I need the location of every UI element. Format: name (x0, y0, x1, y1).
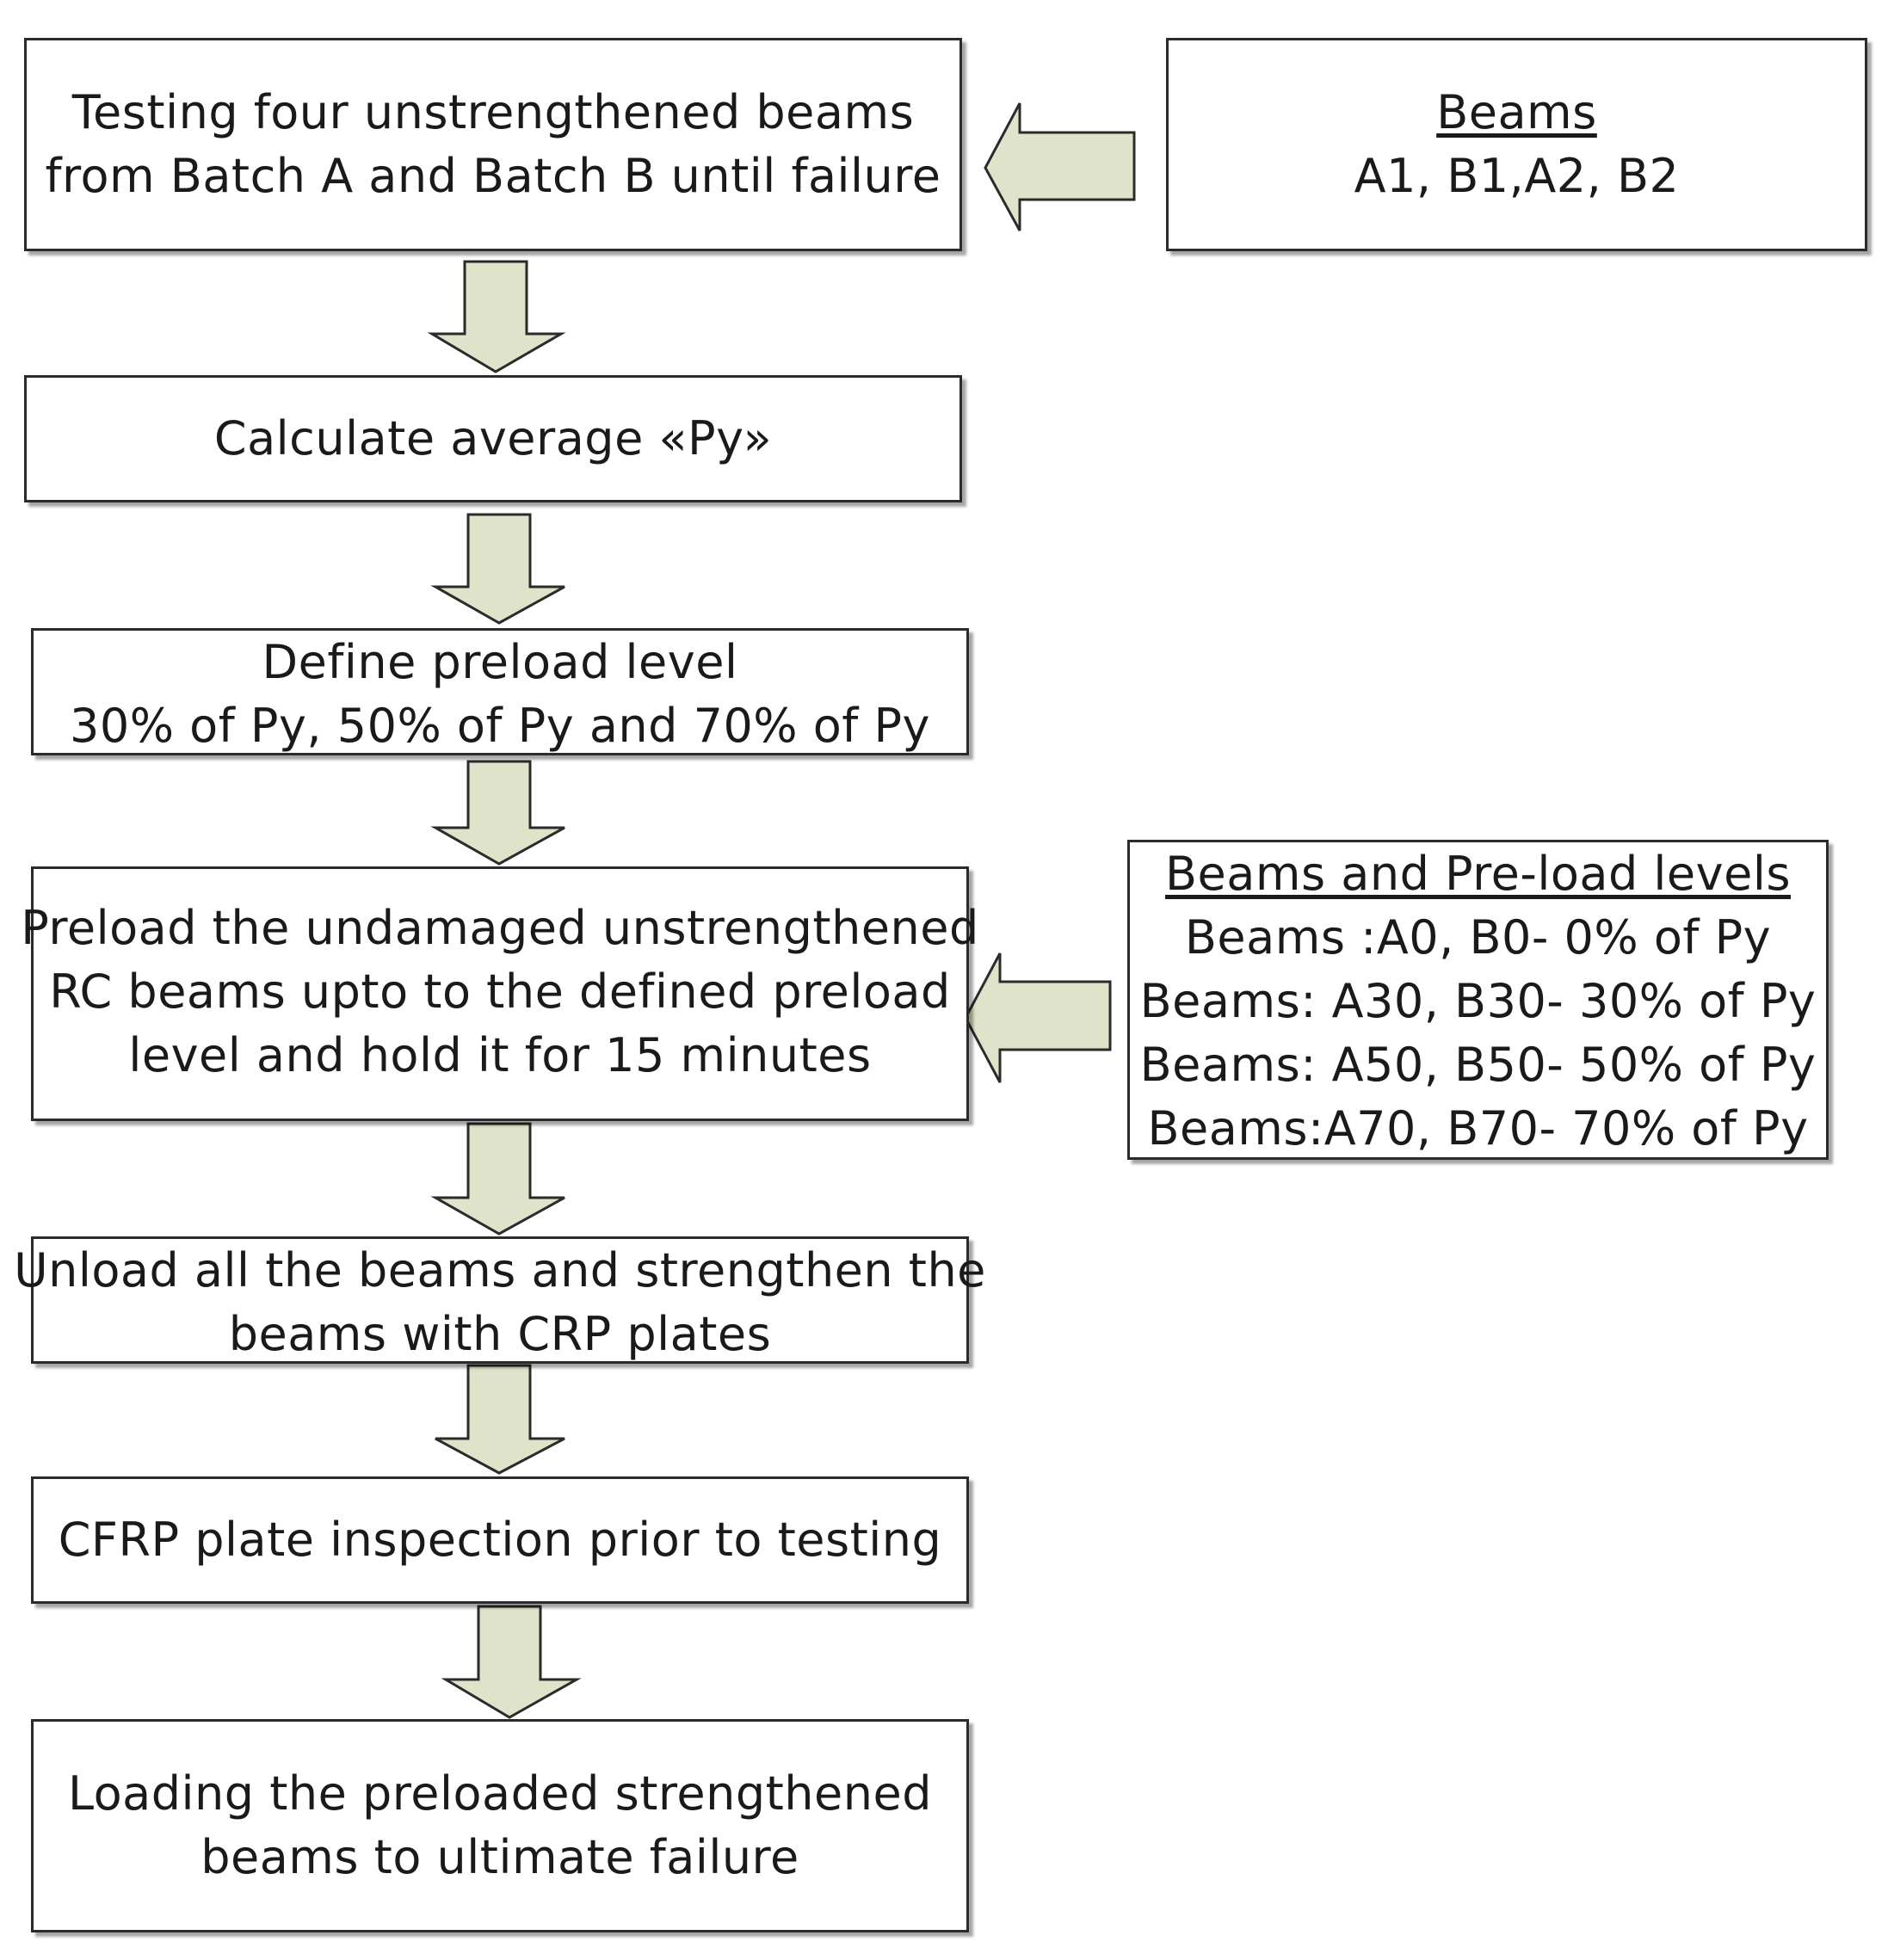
preload-levels-box: Beams and Pre-load levels Beams :A0, B0-… (1127, 840, 1829, 1160)
step-5-line-1: Unload all the beams and strengthen the (14, 1243, 986, 1297)
beams-box: Beams A1, B1,A2, B2 (1166, 38, 1867, 251)
arrow-step-2-to-step-3 (430, 513, 565, 625)
step-4-line-2: RC beams upto to the defined preload (49, 965, 951, 1019)
step-7-line-1: Loading the preloaded strengthened (68, 1766, 932, 1821)
preload-level-50: Beams: A50, B50- 50% of Py (1139, 1038, 1817, 1092)
step-7-load-to-failure: Loading the preloaded strengthened beams… (31, 1719, 969, 1932)
step-4-line-1: Preload the undamaged unstrengthened (21, 901, 979, 955)
arrow-step-4-to-step-5 (430, 1122, 565, 1236)
step-4-line-3: level and hold it for 15 minutes (128, 1028, 872, 1082)
step-1-line-1: Testing four unstrengthened beams (71, 85, 915, 139)
step-7-line-2: beams to ultimate failure (201, 1830, 799, 1884)
step-4-preload-beams: Preload the undamaged unstrengthened RC … (21, 866, 978, 1121)
step-2-line-1: Calculate average «Py» (213, 411, 773, 465)
arrow-step-1-to-step-2 (427, 260, 566, 373)
preload-level-70: Beams:A70, B70- 70% of Py (1147, 1101, 1809, 1156)
step-5-unload-and-strengthen: Unload all the beams and strengthen the … (14, 1236, 985, 1364)
step-5-line-2: beams with CRP plates (228, 1307, 772, 1361)
arrow-step-3-to-step-4 (430, 760, 565, 866)
step-3-line-1: Define preload level (262, 635, 738, 689)
step-3-define-preload-level: Define preload level 30% of Py, 50% of P… (31, 628, 969, 755)
beams-heading: Beams (1436, 85, 1597, 139)
step-6-cfrp-inspection: CFRP plate inspection prior to testing (31, 1476, 969, 1604)
preload-levels-heading: Beams and Pre-load levels (1165, 847, 1791, 901)
step-3-line-2: 30% of Py, 50% of Py and 70% of Py (69, 699, 931, 753)
step-2-calculate-average-py: Calculate average «Py» (24, 375, 962, 502)
arrow-preload-levels-to-step-4 (964, 952, 1112, 1083)
step-6-line-1: CFRP plate inspection prior to testing (58, 1513, 942, 1567)
step-1-test-unstrengthened-beams: Testing four unstrengthened beams from B… (24, 38, 962, 251)
preload-level-30: Beams: A30, B30- 30% of Py (1139, 974, 1817, 1028)
preload-level-0: Beams :A0, B0- 0% of Py (1184, 910, 1772, 965)
step-1-line-2: from Batch A and Batch B until failure (45, 149, 941, 203)
arrow-beams-to-step-1 (984, 102, 1136, 231)
beams-list: A1, B1,A2, B2 (1354, 149, 1680, 203)
arrow-step-5-to-step-6 (435, 1364, 565, 1475)
arrow-step-6-to-step-7 (441, 1605, 582, 1719)
